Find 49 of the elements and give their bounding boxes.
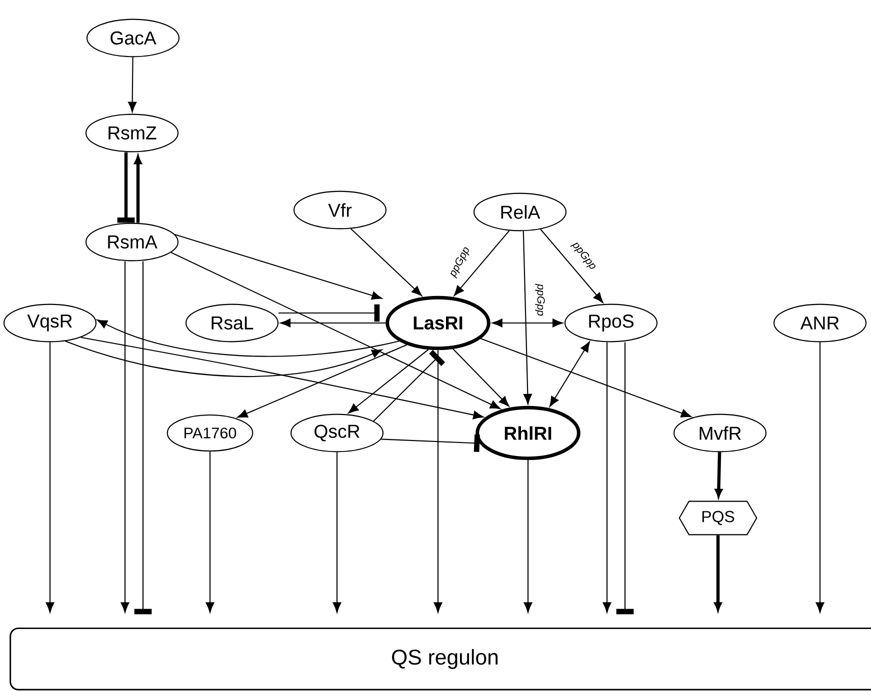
gene-node: ANR [773,304,867,342]
inhibition-line [117,152,135,223]
double-arrow [549,342,590,407]
gene-node: QscR [290,414,384,452]
inhibition-line [381,434,480,452]
gene-node: PA1760 [166,414,254,452]
arrow [128,57,137,112]
arrow [65,340,382,377]
edge-label: ppGpp [535,284,545,316]
arrow [434,350,442,613]
inhibition-line [616,342,634,614]
arrow [714,535,722,611]
arrow [237,344,408,418]
arrow [524,460,532,613]
arrow [80,336,484,420]
double-arrow [492,318,563,328]
arrow [522,231,532,404]
gene-node: LasRI [386,296,490,350]
gene-node: MvfR [673,414,767,452]
gene-node: RsmZ [85,114,179,152]
arrow [280,318,386,328]
arrow [174,234,382,300]
gene-node: RelA [473,192,567,232]
arrow [480,338,692,418]
inhibition-line [278,304,380,322]
arrow [332,452,342,613]
gene-node: RsmA [85,222,179,262]
arrow [816,342,824,613]
regulon-box: QS regulon [10,628,871,690]
arrow [96,319,400,357]
gene-node: RsaL [185,304,279,342]
arrow [348,349,429,414]
arrow [540,228,604,303]
arrow [602,342,612,613]
arrow [170,252,501,410]
arrow [454,230,510,296]
arrow [46,342,54,613]
gene-node: VqsR [3,304,97,342]
arrow [714,452,722,498]
arrow [206,452,214,613]
inhibition-line [134,261,152,614]
gene-node: RhlRI [476,406,580,460]
gene-node: Vfr [293,190,387,230]
gene-node: RpoS [564,304,658,342]
arrow [120,261,130,613]
gene-node: GacA [86,18,180,58]
hexagon-node: PQS [678,500,758,536]
arrow [350,228,422,296]
arrow [452,348,510,407]
